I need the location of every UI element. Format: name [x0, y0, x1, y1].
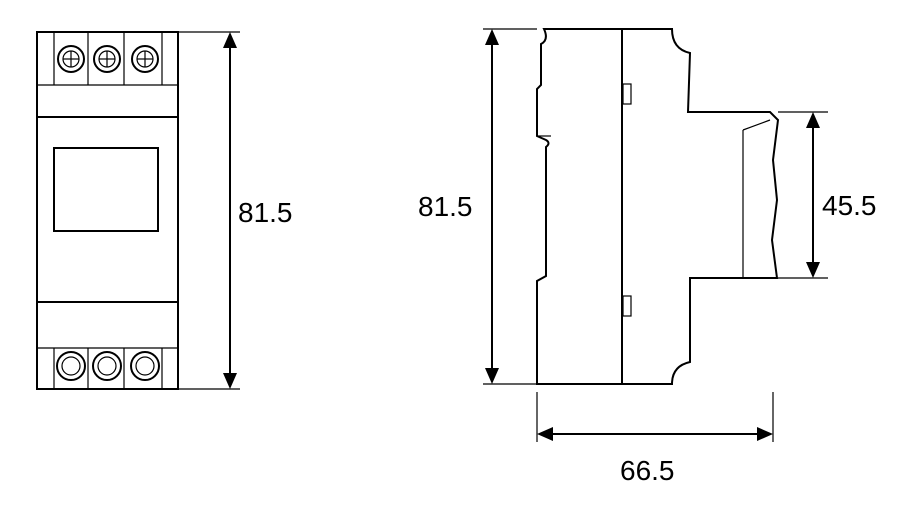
front-body-outline: [36, 31, 179, 390]
screw-icon: [57, 45, 85, 73]
display-window: [53, 147, 159, 232]
terminal-hole-icon: [56, 351, 86, 381]
terminal-hole-icon: [92, 351, 122, 381]
arrow-right-icon: [757, 427, 773, 441]
depth-label: 45.5: [822, 190, 877, 221]
arrow-up-icon: [223, 32, 237, 48]
side-height-label: 81.5: [418, 191, 473, 222]
terminal-hole-icon: [130, 351, 160, 381]
screw-icon: [131, 45, 159, 73]
front-height-label: 81.5: [238, 197, 293, 228]
arrow-down-icon: [806, 262, 820, 278]
width-label: 66.5: [620, 455, 675, 486]
side-view: 81.5 45.5 66.5: [418, 28, 877, 486]
arrow-down-icon: [223, 373, 237, 389]
arrow-left-icon: [537, 427, 553, 441]
screw-icon: [93, 45, 121, 73]
front-view: 81.5: [36, 31, 293, 390]
side-slot-lower: [622, 295, 632, 317]
side-cover-inner-2: [742, 119, 771, 131]
arrow-up-icon: [806, 112, 820, 128]
arrow-up-icon: [485, 29, 499, 45]
arrow-down-icon: [485, 368, 499, 384]
side-body-outline: [536, 28, 780, 385]
side-slot-upper: [622, 83, 632, 105]
